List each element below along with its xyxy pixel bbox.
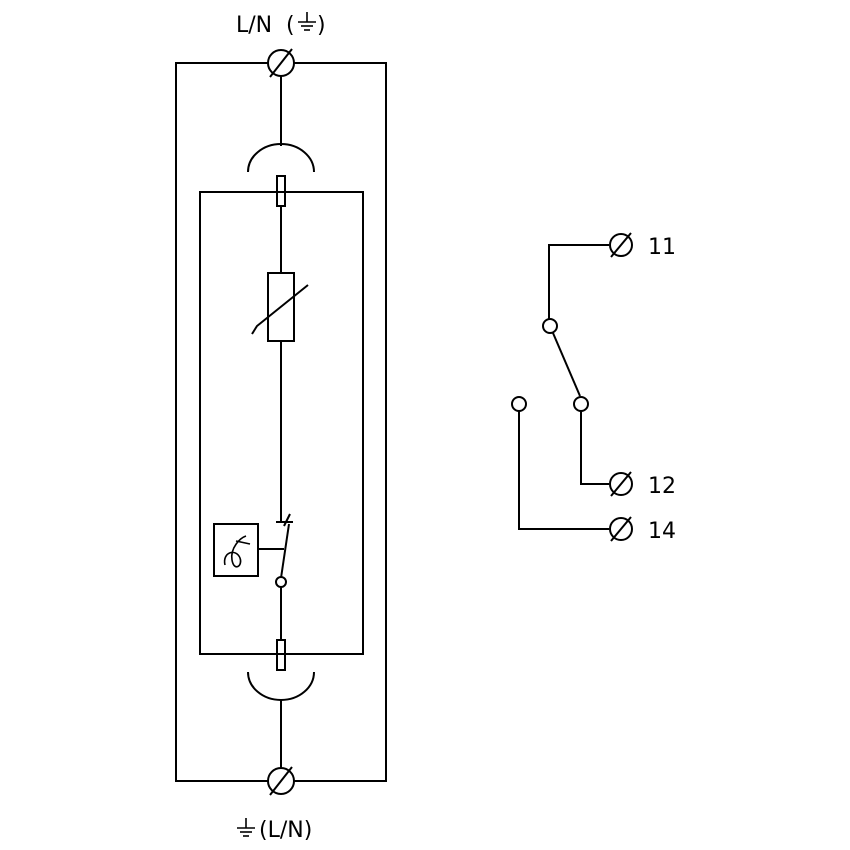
wire-14 (518, 411, 609, 530)
ground-icon (237, 818, 255, 837)
top-line-label: L/N (236, 13, 272, 38)
thermal-disconnector-icon (213, 513, 293, 640)
top-paren-close: ) (317, 13, 326, 38)
contact-no (511, 396, 527, 412)
top-contact-arc (247, 143, 315, 173)
screw-terminal-icon (609, 516, 633, 542)
bottom-line-label: (L/N) (259, 818, 312, 843)
contact-nc (573, 396, 589, 412)
varistor-icon (251, 272, 309, 342)
bottom-terminal-label: (L/N) (237, 818, 312, 843)
wire-11 (548, 244, 609, 319)
screw-terminal-icon (267, 48, 295, 78)
bottom-contact-arc (247, 671, 315, 701)
top-terminal-label: L/N ( ) (236, 12, 326, 38)
contact-blade (552, 332, 581, 397)
ground-icon (298, 12, 316, 31)
signal-contact: 11 12 14 (511, 232, 676, 544)
terminal-14-label: 14 (648, 519, 676, 544)
terminal-12-label: 12 (648, 474, 676, 499)
terminal-11-label: 11 (648, 235, 676, 260)
protection-module (199, 191, 364, 655)
wire-12 (580, 411, 609, 485)
screw-terminal-icon (267, 766, 295, 796)
top-paren-open: ( (286, 13, 295, 38)
screw-terminal-icon (609, 232, 633, 258)
screw-terminal-icon (609, 471, 633, 497)
contact-common (542, 318, 558, 334)
bottom-plug-contact (276, 639, 286, 671)
